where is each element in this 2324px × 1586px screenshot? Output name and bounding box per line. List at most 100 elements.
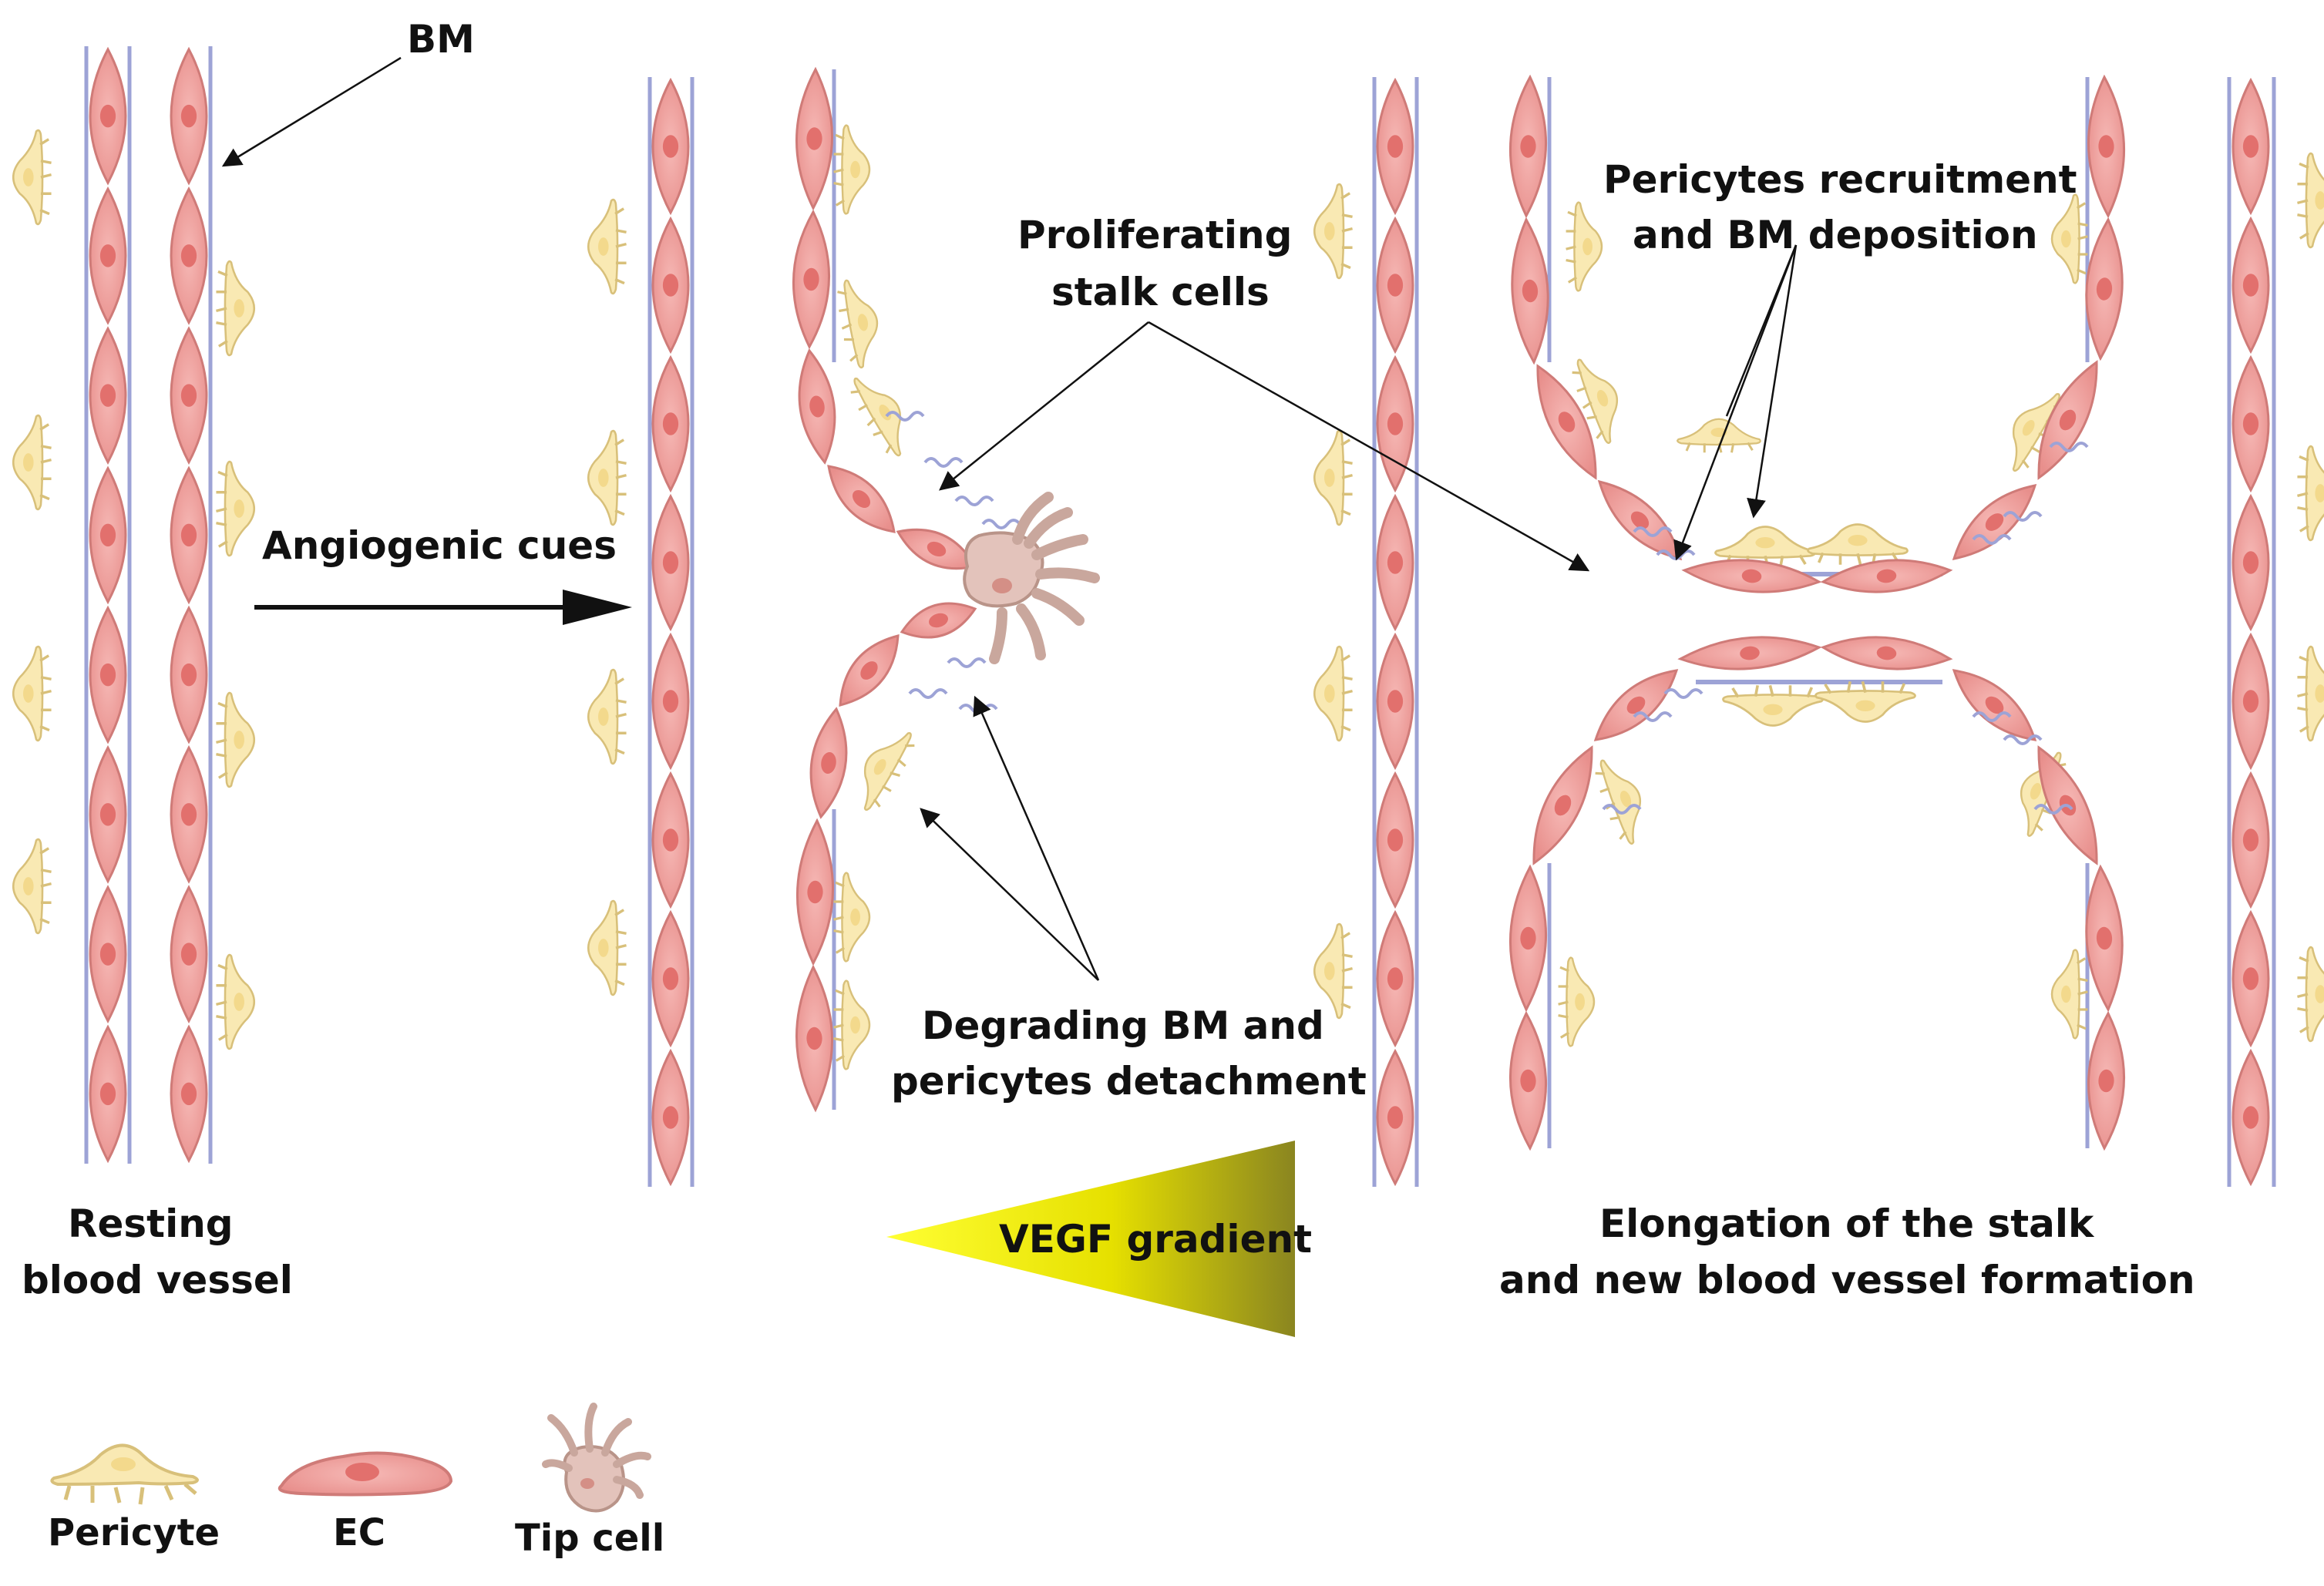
ec-nucleus [1876, 569, 1897, 583]
pericyte [1566, 201, 1603, 292]
legend-label-ec: EC [333, 1511, 385, 1554]
pericyte [2050, 949, 2088, 1040]
bm-fragment [1633, 526, 1673, 537]
ec-nucleus [803, 267, 819, 291]
pericyte [216, 460, 256, 557]
ec-nucleus [662, 1106, 679, 1129]
ec-nucleus [99, 1082, 116, 1106]
pericyte [2050, 193, 2088, 284]
ec-nucleus [1387, 551, 1404, 574]
bm-fragment [1663, 688, 1703, 699]
ec-nucleus [927, 541, 947, 557]
ec-nucleus [1554, 795, 1572, 816]
angiogenic-cues-label: Angiogenic cues [262, 523, 617, 568]
recruitment-arrow-left [1673, 244, 1798, 561]
pericyte [2297, 645, 2324, 742]
ec-nucleus [2059, 409, 2077, 431]
bm-fragment [2033, 804, 2073, 815]
ec-nucleus [2098, 135, 2114, 158]
pericyte [1807, 523, 1909, 566]
ec-nucleus [2098, 1069, 2114, 1093]
recruitment-arrow-right [1747, 244, 1798, 519]
ec-nucleus [2242, 1106, 2259, 1129]
ec-nucleus [2242, 135, 2259, 158]
ec-nucleus [99, 943, 116, 966]
ec-nucleus [99, 244, 116, 267]
ec-nucleus [1387, 967, 1404, 990]
proliferating-arrow-left [939, 321, 1149, 491]
elongation-label-line1: Elongation of the stalk [1599, 1201, 2095, 1246]
pericyte-icon [50, 1443, 199, 1505]
ec-nucleus [1387, 412, 1404, 435]
ec-nucleus [662, 135, 679, 158]
ec-nucleus [1387, 828, 1404, 852]
resting-label-line2: blood vessel [22, 1258, 293, 1302]
degrading-arrow-left [920, 808, 1099, 981]
basement-membrane-layer [84, 46, 2276, 1187]
bm-fragment [923, 457, 964, 468]
bm-fragment [2049, 442, 2089, 452]
pericyte [863, 732, 915, 811]
ec-nucleus [180, 244, 197, 267]
pericyte [587, 668, 627, 765]
bm-fragment [981, 519, 1021, 529]
legend-label-pericyte: Pericyte [48, 1511, 220, 1554]
pericyte [2297, 946, 2324, 1043]
ec-nucleus [2242, 412, 2259, 435]
bm-fragment [1633, 711, 1673, 722]
ec-nucleus [662, 274, 679, 297]
pericyte [2297, 445, 2324, 542]
pericyte [587, 429, 627, 526]
legend: Pericyte EC Tip cell [48, 1403, 664, 1560]
ec-nucleus [852, 489, 871, 509]
pericyte [1595, 759, 1642, 845]
ec-nucleus [99, 104, 116, 128]
ec-nucleus [2242, 828, 2259, 852]
recruitment-label-line1: Pericytes recruitment [1603, 157, 2077, 202]
ec-nucleus [1520, 135, 1536, 158]
pericyte [1313, 645, 1353, 742]
ec-nucleus [807, 880, 823, 904]
ec-nucleus [929, 613, 948, 628]
pericyte [1313, 429, 1353, 526]
pericyte [12, 414, 52, 511]
legend-label-tip-cell: Tip cell [515, 1517, 664, 1560]
ec-nucleus [1387, 690, 1404, 713]
recruitment-label-line2: and BM deposition [1633, 213, 2038, 257]
pericyte [587, 198, 627, 295]
pericyte [837, 279, 879, 369]
endothelial-layer [89, 46, 2270, 1187]
ec-nucleus [806, 1027, 822, 1050]
bm-fragment [1972, 711, 2012, 722]
ec-nucleus [2096, 277, 2113, 301]
tip-cell [963, 492, 1100, 664]
degrading-arrow-right [973, 695, 1100, 981]
bm-arrow [221, 56, 402, 167]
ec-nucleus [99, 384, 116, 407]
ec-nucleus [1520, 926, 1536, 950]
bm-fragment [947, 657, 987, 668]
pericyte [1313, 183, 1353, 280]
bm-fragment [885, 411, 925, 422]
ec-nucleus [180, 523, 197, 547]
ec-nucleus [99, 803, 116, 826]
ec-nucleus [180, 384, 197, 407]
proliferating-label-line1: Proliferating [1017, 213, 1292, 257]
bm-label: BM [407, 17, 475, 62]
pericyte [587, 899, 627, 996]
annotation-arrows [221, 56, 1798, 981]
pericyte [1677, 418, 1761, 453]
proliferating-arrow-right [1148, 321, 1590, 572]
vegf-gradient-triangle [886, 1141, 1295, 1337]
ec-nucleus [662, 551, 679, 574]
ec-nucleus [1520, 1069, 1536, 1093]
bm-fragment [908, 688, 948, 699]
ec-nucleus [180, 803, 197, 826]
pericyte [850, 377, 902, 457]
ec-nucleus [2242, 274, 2259, 297]
ec-nucleus [806, 127, 822, 150]
pericyte [12, 129, 52, 226]
degrading-label-line2: pericytes detachment [891, 1059, 1367, 1104]
ec-nucleus [180, 663, 197, 687]
